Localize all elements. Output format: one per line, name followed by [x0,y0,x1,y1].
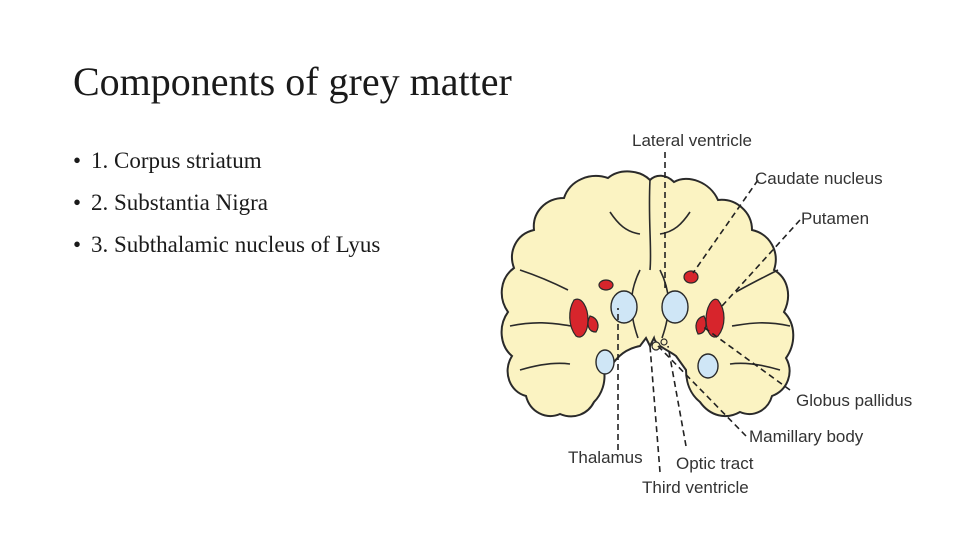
label-putamen: Putamen [801,209,869,228]
sulcus [659,211,691,235]
sulcus [519,362,571,371]
blue-nucleus-right [697,353,719,379]
sulcus [735,269,779,293]
label-optic-tract: Optic tract [676,454,754,473]
leader-caudate-nucleus [692,179,759,274]
label-third-ventricle: Third ventricle [642,478,749,497]
caudate-nucleus-left [598,279,614,291]
lateral-sulcus [731,322,791,327]
globus-pallidus-right [695,315,707,335]
bullet-text: 3. Subthalamic nucleus of Lyus [91,232,381,257]
brain-coronal-section-diagram: Lateral ventricle Caudate nucleus Putame… [500,131,912,497]
third-ventricle-floor [651,341,661,351]
caudate-nucleus-right [683,270,699,284]
thalamus-left [610,290,638,324]
label-globus-pallidus: Globus pallidus [796,391,912,410]
thalamus-right [661,290,689,324]
leader-globus-pallidus [701,325,791,391]
bullet-marker: • [73,190,82,215]
bullet-item: • 3. Subthalamic nucleus of Lyus [73,230,380,260]
leader-mamillary-body [657,345,747,437]
label-thalamus: Thalamus [568,448,643,467]
bullet-item: • 1. Corpus striatum [73,146,380,176]
putamen-right [705,298,725,338]
slide-title: Components of grey matter [73,59,512,104]
bullet-marker: • [73,232,82,257]
sulcus [519,269,569,291]
optic-chiasm [660,338,668,346]
bullet-list: • 1. Corpus striatum • 2. Substantia Nigra… [73,146,380,272]
bullet-text: 2. Substantia Nigra [91,190,268,215]
sulcus [609,211,641,235]
putamen-left [569,298,589,338]
globus-pallidus-left [587,315,599,333]
lateral-sulcus [509,322,573,327]
bullet-marker: • [73,148,82,173]
bullet-text: 1. Corpus striatum [91,148,262,173]
longitudinal-fissure [648,179,652,271]
bullet-item: • 2. Substantia Nigra [73,188,380,218]
brain-section [500,170,795,418]
label-mamillary-body: Mamillary body [749,427,864,446]
leader-third-ventricle [649,345,661,473]
sulcus [729,362,781,371]
blue-nucleus-left [595,349,615,375]
label-lateral-ventricle: Lateral ventricle [632,131,752,150]
leader-optic-tract [667,345,687,447]
label-caudate-nucleus: Caudate nucleus [755,169,883,188]
